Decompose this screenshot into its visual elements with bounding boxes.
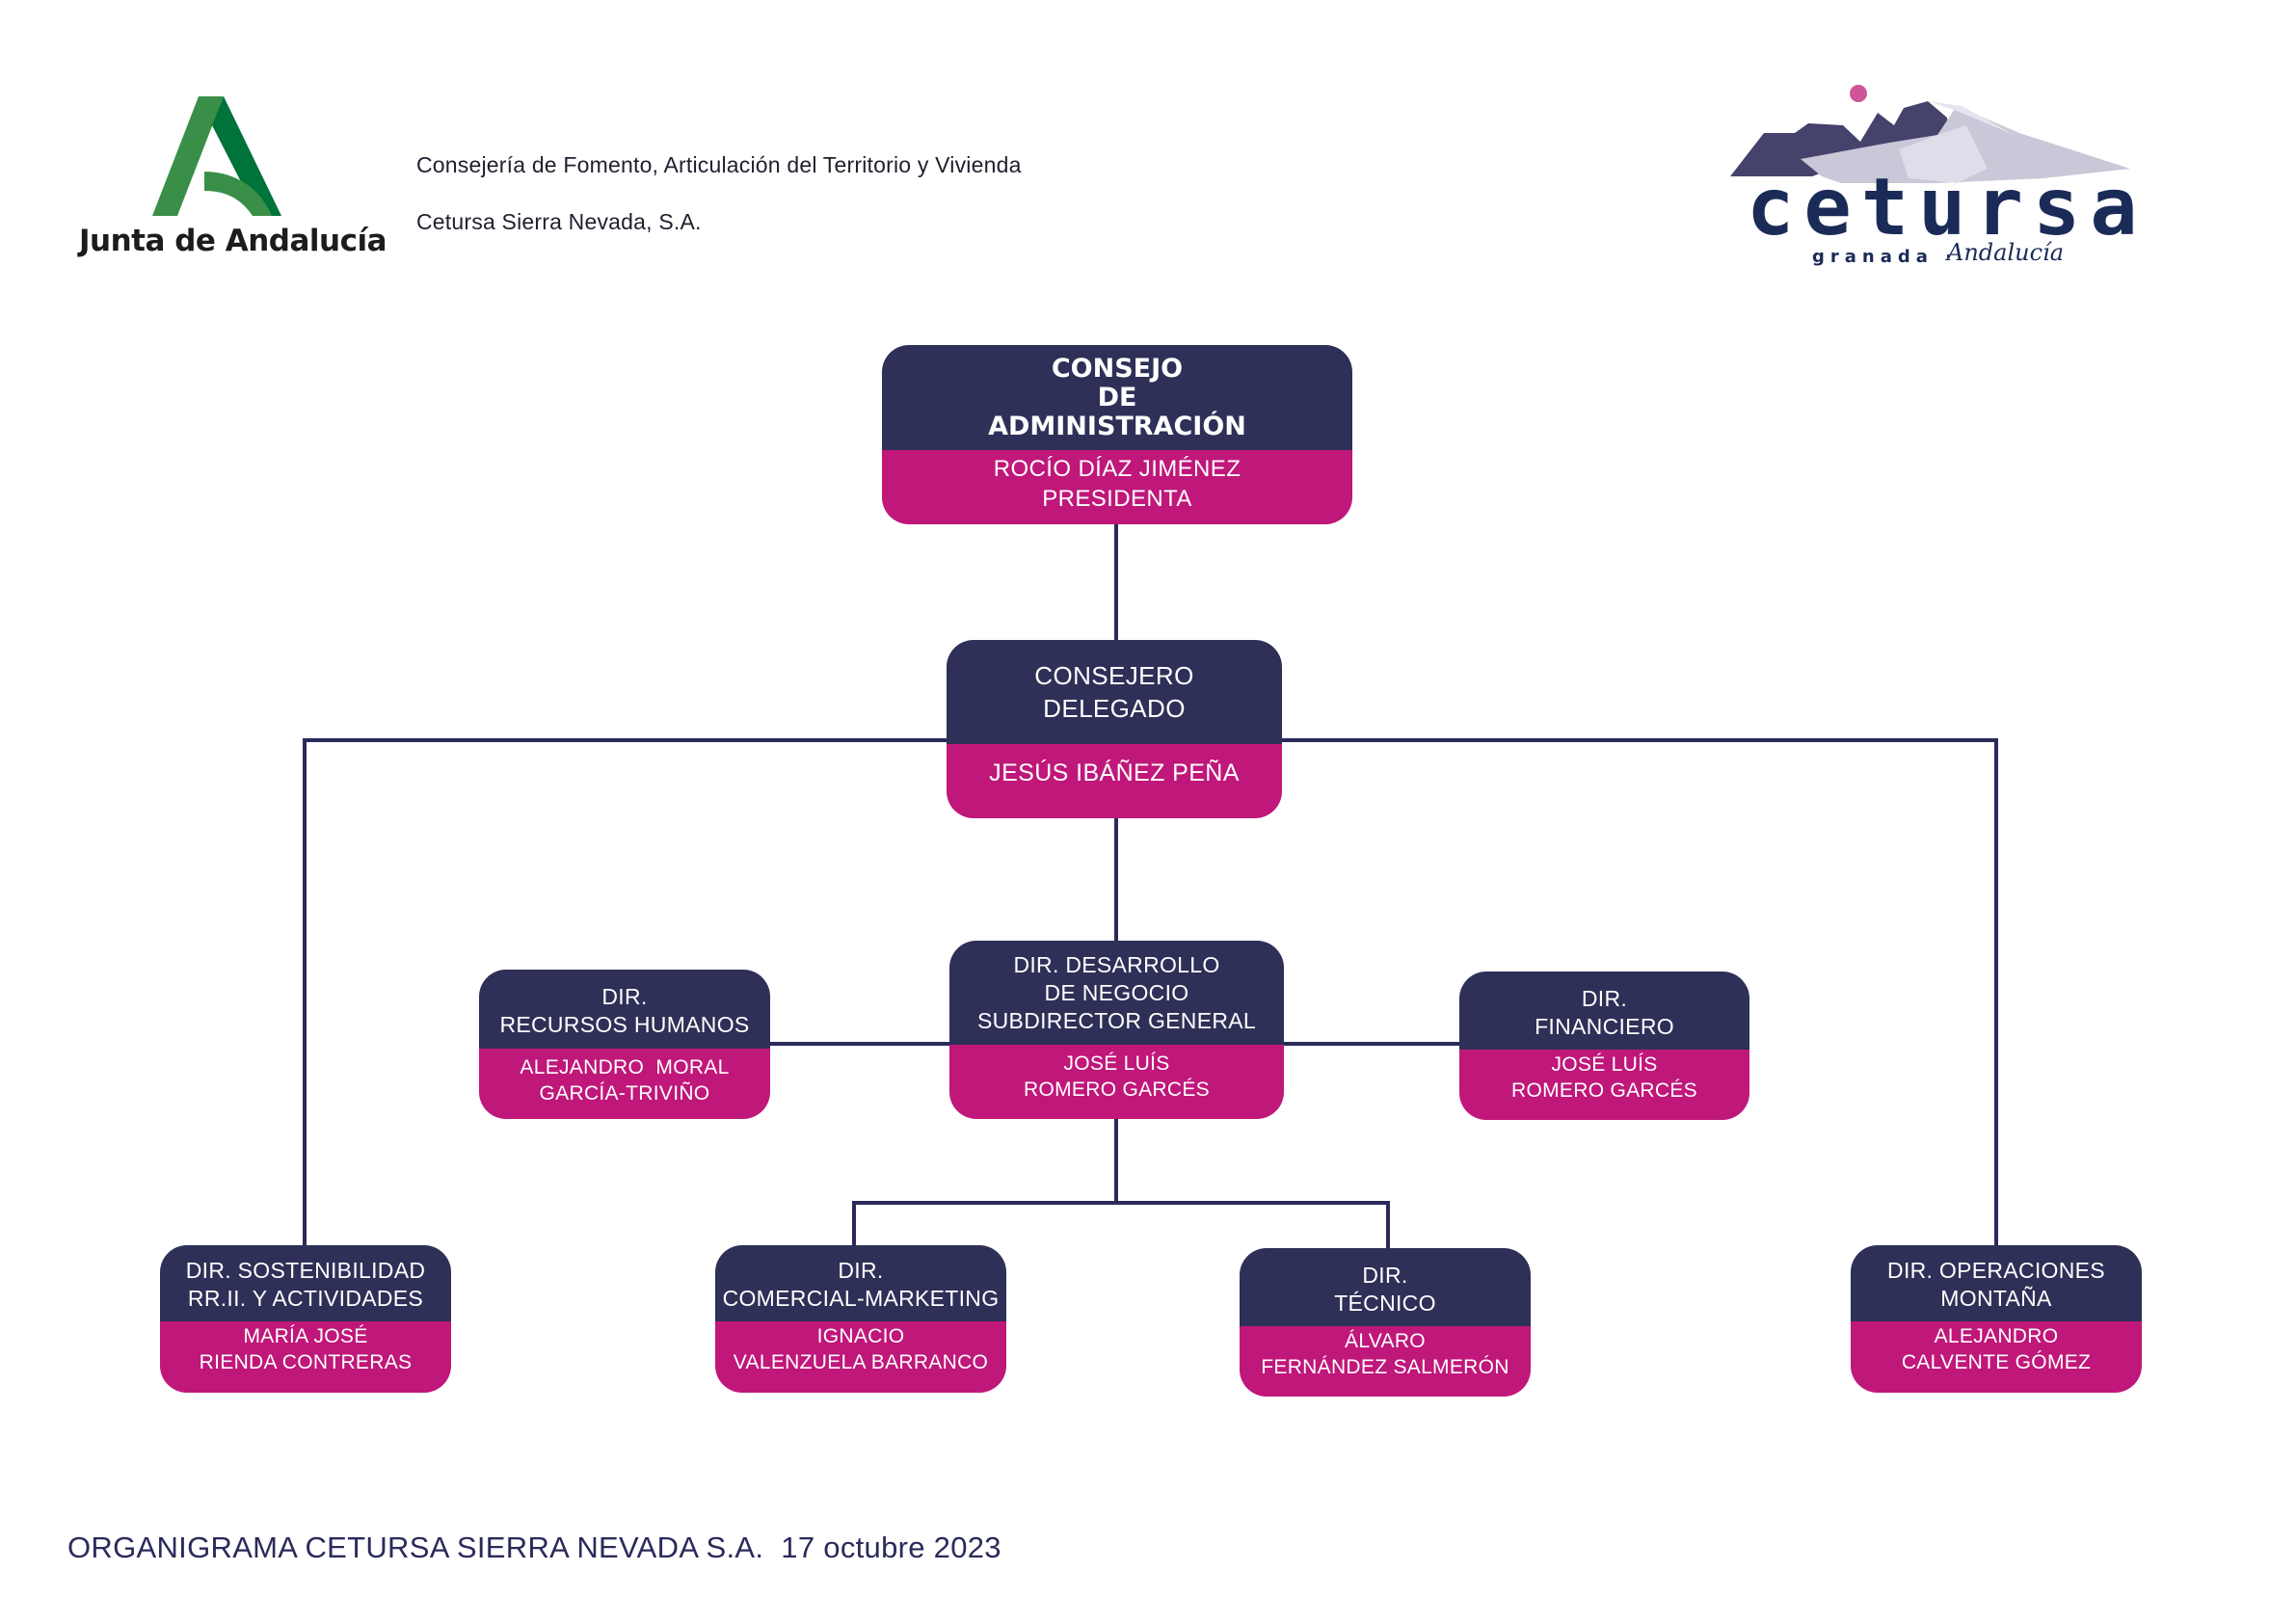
org-box-title: DIR. SOSTENIBILIDAD RR.II. Y ACTIVIDADES xyxy=(160,1245,451,1321)
mountain-icon xyxy=(1730,85,2130,183)
title-line: DIR. xyxy=(838,1257,884,1283)
org-box-tecnico[interactable]: DIR. TÉCNICO ÁLVARO FERNÁNDEZ SALMERÓN xyxy=(1240,1248,1531,1397)
title-line: COMERCIAL-MARKETING xyxy=(722,1285,1000,1311)
org-box-comercial-marketing[interactable]: DIR. COMERCIAL-MARKETING IGNACIO VALENZU… xyxy=(715,1245,1006,1393)
org-box-title: DIR. COMERCIAL-MARKETING xyxy=(715,1245,1006,1321)
connector-tecnico xyxy=(1386,1201,1390,1249)
person-name: IGNACIO xyxy=(816,1325,905,1347)
person-name: ROMERO GARCÉS xyxy=(1511,1079,1697,1102)
person-name: JESÚS IBÁÑEZ PEÑA xyxy=(989,759,1240,786)
person-name: ROMERO GARCÉS xyxy=(1024,1078,1210,1101)
connector-consejo-consejero xyxy=(1114,520,1118,642)
org-box-title: DIR. TÉCNICO xyxy=(1240,1248,1531,1326)
connector-consejero-desarrollo xyxy=(1114,814,1118,944)
title-line: DIR. xyxy=(601,984,648,1009)
cetursa-wordmark: cetursa xyxy=(1747,162,2148,253)
person-name: RIENDA CONTRERAS xyxy=(199,1351,413,1373)
cetursa-script: Andalucía xyxy=(1947,239,2065,266)
title-line: MONTAÑA xyxy=(1940,1285,2052,1311)
person-name: ROCÍO DÍAZ JIMÉNEZ xyxy=(993,456,1241,482)
title-line: RECURSOS HUMANOS xyxy=(499,1012,750,1037)
company-name: Cetursa Sierra Nevada, S.A. xyxy=(416,209,702,234)
title-line: TÉCNICO xyxy=(1334,1290,1436,1316)
org-box-sostenibilidad[interactable]: DIR. SOSTENIBILIDAD RR.II. Y ACTIVIDADES… xyxy=(160,1245,451,1393)
connector-lower-horizontal xyxy=(852,1201,1390,1205)
person-name: FERNÁNDEZ SALMERÓN xyxy=(1261,1356,1509,1378)
org-box-consejo[interactable]: CONSEJO DE ADMINISTRACIÓN ROCÍO DÍAZ JIM… xyxy=(882,345,1352,524)
person-name: MARÍA JOSÉ xyxy=(243,1325,368,1347)
connector-left-vertical xyxy=(303,738,307,1247)
junta-logo-text: Junta de Andalucía xyxy=(79,224,387,258)
junta-a-icon xyxy=(152,96,281,216)
person-name: ÁLVARO xyxy=(1345,1330,1426,1352)
org-box-title: DIR. OPERACIONES MONTAÑA xyxy=(1851,1245,2142,1321)
org-box-consejero-delegado[interactable]: CONSEJERO DELEGADO JESÚS IBÁÑEZ PEÑA xyxy=(947,640,1282,818)
org-box-name: JOSÉ LUÍS ROMERO GARCÉS xyxy=(1459,1050,1749,1120)
title-line: FINANCIERO xyxy=(1535,1013,1674,1039)
person-role: PRESIDENTA xyxy=(1042,486,1192,512)
org-box-operaciones-montana[interactable]: DIR. OPERACIONES MONTAÑA ALEJANDRO CALVE… xyxy=(1851,1245,2142,1393)
org-box-name: JESÚS IBÁÑEZ PEÑA xyxy=(947,744,1282,818)
title-line: DE NEGOCIO xyxy=(1044,979,1189,1005)
department-name: Consejería de Fomento, Articulación del … xyxy=(416,152,1022,177)
org-box-name: ÁLVARO FERNÁNDEZ SALMERÓN xyxy=(1240,1326,1531,1397)
title-line: SUBDIRECTOR GENERAL xyxy=(977,1007,1256,1033)
connector-comercial xyxy=(852,1201,856,1247)
footer-title: ORGANIGRAMA CETURSA SIERRA NEVADA S.A. xyxy=(67,1531,764,1564)
title-line: DELEGADO xyxy=(1043,694,1186,723)
title-line: CONSEJO xyxy=(1051,353,1184,384)
title-line: RR.II. Y ACTIVIDADES xyxy=(187,1285,424,1311)
person-name: JOSÉ LUÍS xyxy=(1063,1052,1170,1075)
org-box-title: DIR. RECURSOS HUMANOS xyxy=(479,970,770,1049)
org-box-title: DIR. DESARROLLO DE NEGOCIO SUBDIRECTOR G… xyxy=(949,941,1284,1045)
title-line: DIR. SOSTENIBILIDAD xyxy=(185,1257,426,1283)
title-line: ADMINISTRACIÓN xyxy=(988,411,1246,441)
person-name: VALENZUELA BARRANCO xyxy=(733,1351,989,1373)
org-box-financiero[interactable]: DIR. FINANCIERO JOSÉ LUÍS ROMERO GARCÉS xyxy=(1459,972,1749,1120)
title-line: DIR. xyxy=(1581,985,1628,1011)
person-name: ALEJANDRO MORAL xyxy=(520,1056,730,1078)
footer: ORGANIGRAMA CETURSA SIERRA NEVADA S.A. 17… xyxy=(67,1531,1001,1565)
footer-date: 17 octubre 2023 xyxy=(781,1531,1001,1564)
person-name: JOSÉ LUÍS xyxy=(1551,1053,1658,1076)
org-box-name: ALEJANDRO MORAL GARCÍA-TRIVIÑO xyxy=(479,1049,770,1119)
title-line: DE xyxy=(1097,382,1137,413)
org-box-title: CONSEJO DE ADMINISTRACIÓN xyxy=(882,345,1352,450)
org-box-name: MARÍA JOSÉ RIENDA CONTRERAS xyxy=(160,1321,451,1393)
connector-right-vertical xyxy=(1994,738,1998,1247)
person-name: GARCÍA-TRIVIÑO xyxy=(539,1082,710,1105)
cetursa-subtitle: granada · xyxy=(1812,247,1959,267)
org-box-recursos-humanos[interactable]: DIR. RECURSOS HUMANOS ALEJANDRO MORAL GA… xyxy=(479,970,770,1119)
title-line: CONSEJERO xyxy=(1034,661,1194,690)
org-box-name: ROCÍO DÍAZ JIMÉNEZ PRESIDENTA xyxy=(882,450,1352,524)
org-box-title: CONSEJERO DELEGADO xyxy=(947,640,1282,744)
org-box-title: DIR. FINANCIERO xyxy=(1459,972,1749,1050)
org-box-name: IGNACIO VALENZUELA BARRANCO xyxy=(715,1321,1006,1393)
person-name: CALVENTE GÓMEZ xyxy=(1901,1351,2092,1373)
org-box-name: ALEJANDRO CALVENTE GÓMEZ xyxy=(1851,1321,2142,1393)
person-name: ALEJANDRO xyxy=(1934,1325,2059,1347)
connector-desarrollo-down xyxy=(1114,1116,1118,1203)
org-box-desarrollo-negocio[interactable]: DIR. DESARROLLO DE NEGOCIO SUBDIRECTOR G… xyxy=(949,941,1284,1119)
org-box-name: JOSÉ LUÍS ROMERO GARCÉS xyxy=(949,1045,1284,1119)
title-line: DIR. OPERACIONES xyxy=(1887,1257,2105,1283)
title-line: DIR. DESARROLLO xyxy=(1013,951,1220,977)
title-line: DIR. xyxy=(1362,1262,1408,1288)
